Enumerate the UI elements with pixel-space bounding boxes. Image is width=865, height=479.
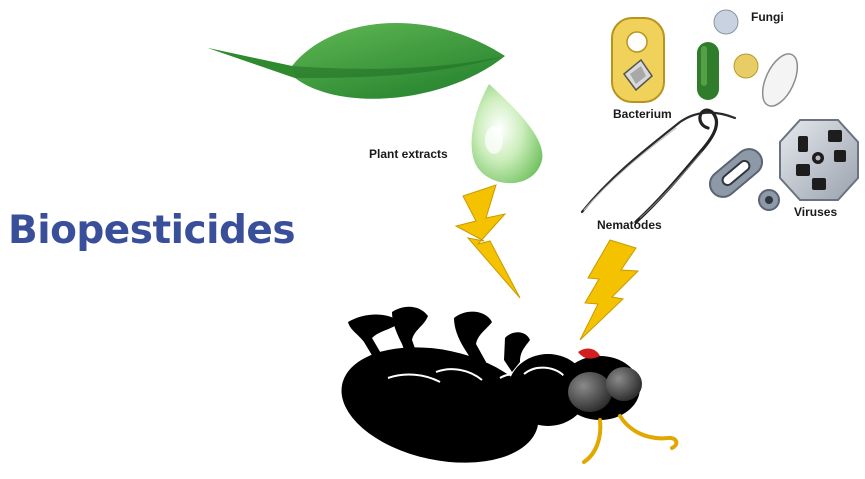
nematodes-icon <box>582 110 735 222</box>
page-title: Biopesticides <box>8 208 295 253</box>
lightning-bolt-left-icon <box>456 185 520 298</box>
fungi-icon <box>697 10 805 111</box>
nematodes-label: Nematodes <box>597 218 662 232</box>
lightning-bolt-right-icon <box>580 240 638 340</box>
viruses-icon <box>780 120 858 200</box>
viruses-label: Viruses <box>794 205 837 219</box>
leaf-icon <box>208 23 505 99</box>
insect-icon <box>331 307 677 479</box>
plant-extracts-label: Plant extracts <box>369 147 448 161</box>
bacterium-label: Bacterium <box>613 107 672 121</box>
droplet-icon <box>472 84 543 183</box>
bacterium-icon <box>612 18 664 102</box>
fungi-label: Fungi <box>751 10 784 24</box>
rod-particle-icon <box>705 144 779 210</box>
